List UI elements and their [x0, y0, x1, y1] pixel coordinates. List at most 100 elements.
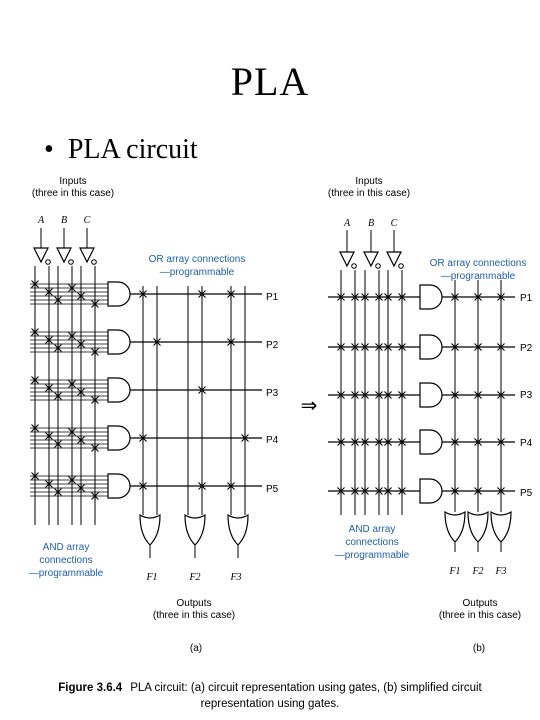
or-connection-mark [497, 342, 505, 352]
and-gate-5 [107, 473, 131, 499]
panel-a-output-f2: F2 [188, 572, 200, 583]
panel-a-or-columns [142, 286, 246, 558]
panel-b-or-label-1: OR array connections [430, 258, 527, 269]
panel-b-inputs-sub: (three in this case) [328, 188, 410, 199]
or-connection-mark [497, 486, 505, 496]
and-gate-3 [419, 382, 443, 408]
and-connection-mark [31, 327, 39, 337]
and-connection-mark [375, 292, 383, 302]
panel-a-label-p2: P2 [266, 340, 279, 351]
panel-a-input-a: A [37, 215, 45, 226]
or-connection-mark [227, 337, 235, 347]
and-gate-1 [419, 284, 443, 310]
and-connection-mark [375, 342, 383, 352]
and-connection-mark [361, 486, 369, 496]
and-gate-1 [107, 281, 131, 307]
buffer-triangle [79, 247, 95, 264]
buffer-triangle [56, 247, 72, 264]
or-connection-mark [139, 289, 147, 299]
panel-b-input-b: B [368, 218, 374, 229]
panel-a-product-lines [130, 293, 262, 487]
panel-a-inputs-title: Inputs [59, 176, 86, 187]
panel-b-input-a: A [343, 218, 351, 229]
figure-caption: Figure 3.6.4 PLA circuit: (a) circuit rep… [0, 680, 540, 712]
panel-b-or-gates [444, 511, 512, 543]
caption-line-1: PLA circuit: (a) circuit representation … [130, 682, 482, 694]
panel-b-label-p5: P5 [520, 488, 533, 499]
and-connection-mark [337, 437, 345, 447]
and-connection-mark [91, 491, 99, 501]
panel-b-input-c: C [391, 218, 398, 229]
input-buffer-1 [363, 251, 381, 269]
figure-number: Figure 3.6.4 [58, 682, 123, 694]
panel-a-label-p3: P3 [266, 388, 279, 399]
or-gate-2 [184, 514, 206, 546]
panel-b-output-f2: F2 [471, 566, 483, 577]
or-connection-mark [227, 289, 235, 299]
and-connection-mark [351, 292, 359, 302]
panel-a-connection-marks [31, 279, 249, 501]
and-gate-4 [419, 429, 443, 455]
or-gate-3 [227, 514, 249, 546]
and-connection-mark [77, 483, 85, 493]
inverter-bubble [68, 259, 74, 265]
or-connection-mark [139, 481, 147, 491]
and-connection-mark [351, 437, 359, 447]
and-connection-mark [54, 439, 62, 449]
panel-a-and-label-2: connections [39, 555, 92, 566]
and-gate-2 [107, 329, 131, 355]
panel-b: Inputs (three in this case) A B C OR arr… [328, 176, 533, 654]
and-connection-mark [77, 339, 85, 349]
and-connection-mark [68, 427, 76, 437]
panel-b-output-f3: F3 [494, 566, 506, 577]
and-connection-mark [31, 375, 39, 385]
inverter-bubble [351, 263, 357, 269]
buffer-triangle [33, 247, 49, 264]
panel-b-outputs-sub: (three in this case) [439, 610, 521, 621]
and-connection-mark [384, 292, 392, 302]
panel-a-inputs-sub: (three in this case) [32, 188, 114, 199]
and-gate-3 [107, 377, 131, 403]
panel-a-or-label-1: OR array connections [149, 254, 246, 265]
and-connection-mark [45, 431, 53, 441]
and-connection-mark [337, 292, 345, 302]
buffer-triangle [339, 251, 355, 268]
panel-a-and-input-lines [30, 283, 108, 497]
or-gate-1 [139, 514, 161, 546]
panel-a-label-p1: P1 [266, 292, 279, 303]
or-connection-mark [474, 486, 482, 496]
and-connection-mark [375, 390, 383, 400]
and-connection-mark [31, 279, 39, 289]
input-buffer-1 [56, 247, 74, 265]
and-connection-mark [351, 486, 359, 496]
buffer-triangle [386, 251, 402, 268]
and-connection-mark [68, 475, 76, 485]
panel-b-tag: (b) [473, 643, 485, 654]
panel-b-product-labels: P1 P2 P3 P4 P5 [520, 293, 533, 499]
panel-a-input-c: C [84, 215, 91, 226]
and-connection-mark [54, 391, 62, 401]
and-connection-mark [91, 347, 99, 357]
and-connection-mark [77, 387, 85, 397]
implies-arrow-icon: ⇒ [301, 393, 318, 417]
or-connection-mark [474, 390, 482, 400]
panel-b-label-p3: P3 [520, 390, 533, 401]
or-connection-mark [451, 292, 459, 302]
panel-b-connection-marks [337, 292, 505, 496]
bullet-text: PLA circuit [67, 134, 198, 165]
and-connection-mark [361, 437, 369, 447]
panel-b-output-f1: F1 [448, 566, 460, 577]
slide-title: PLA [230, 59, 310, 104]
and-connection-mark [68, 283, 76, 293]
panel-b-or-columns [454, 280, 502, 552]
and-connection-mark [31, 423, 39, 433]
panel-a: Inputs (three in this case) A B C OR arr… [29, 176, 279, 654]
and-gate-4 [107, 425, 131, 451]
panel-b-and-gates [419, 284, 443, 504]
panel-a-input-b: B [61, 215, 67, 226]
panel-b-label-p4: P4 [520, 438, 533, 449]
and-connection-mark [398, 437, 406, 447]
panel-a-or-gates [139, 514, 249, 546]
and-connection-mark [384, 486, 392, 496]
or-connection-mark [227, 481, 235, 491]
